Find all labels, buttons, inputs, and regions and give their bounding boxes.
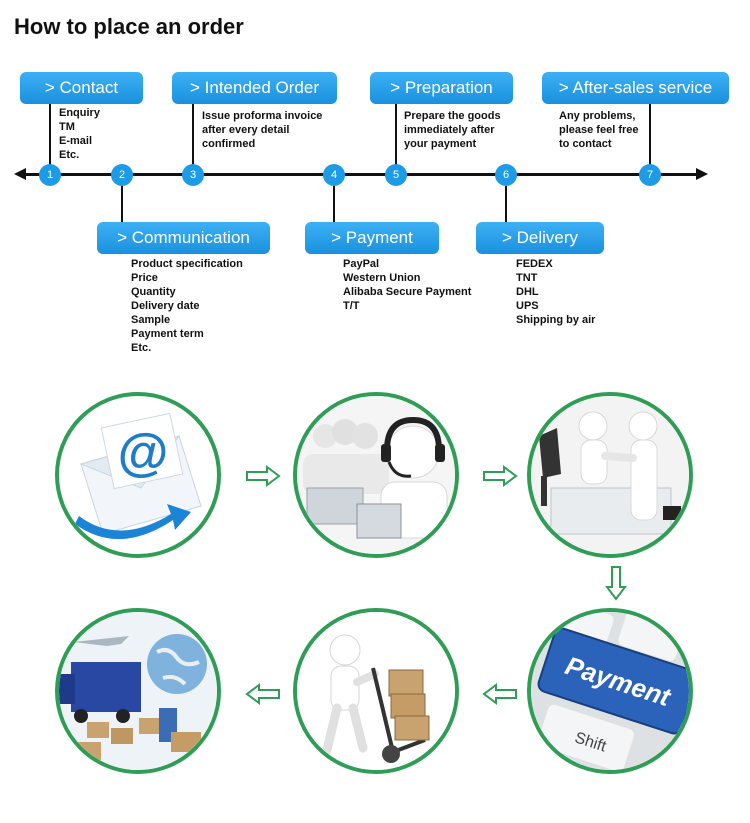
detail-line: UPS [516,300,539,312]
detail-line: Payment term [131,328,204,340]
headset-figures-icon [297,396,455,554]
timeline-line [24,173,696,176]
shipping-logistics-icon [59,612,217,770]
handshake-icon [531,396,689,554]
detail-line: PayPal [343,258,380,270]
stem-3 [192,103,194,165]
detail-line: FEDEX [516,258,553,270]
detail-line: Alibaba Secure Payment [343,286,472,298]
flow-arrow-right-2 [483,465,518,487]
stem-6 [505,186,507,224]
timeline-node-1: 1 [39,164,61,186]
stem-2 [121,186,123,224]
detail-line: TNT [516,272,538,284]
step-preparation-button[interactable]: > Preparation [370,72,513,104]
detail-line: Quantity [131,286,176,298]
timeline-node-2: 2 [111,164,133,186]
timeline-node-7: 7 [639,164,661,186]
page-title: How to place an order [14,14,244,39]
detail-line: Enquiry [59,107,100,119]
payment-key-icon: Payment Shift [531,612,689,770]
after-sales-details: Any problems, please feel free to contac… [559,109,639,151]
delivery-details: FEDEX TNT DHL UPS Shipping by air [516,257,595,327]
email-envelope-icon: @ [75,412,202,540]
detail-line: immediately after [404,124,495,136]
shipping-illustration [55,608,221,774]
detail-line: your payment [404,138,477,150]
communication-details: Product specification Price Quantity Del… [131,257,243,355]
order-timeline: 1 2 3 4 5 6 7 > Contact > Communication … [0,0,750,370]
detail-line: Shipping by air [516,314,596,326]
intended-order-details: Issue proforma invoice after every detai… [202,109,322,151]
at-symbol: @ [118,424,169,482]
preparation-details: Prepare the goods immediately after your… [404,109,501,151]
timeline-arrow-left [14,168,26,180]
timeline-node-5: 5 [385,164,407,186]
detail-line: Sample [131,314,171,326]
hand-truck-illustration [293,608,459,774]
detail-line: confirmed [202,138,256,150]
flow-arrow-down [605,566,627,601]
handshake-illustration [527,392,693,558]
stem-4 [333,186,335,224]
timeline-arrow-right [696,168,708,180]
call-center-illustration [293,392,459,558]
detail-line: Price [131,272,158,284]
detail-line: Etc. [59,149,80,161]
step-communication-button[interactable]: > Communication [97,222,270,254]
timeline-node-4: 4 [323,164,345,186]
detail-line: DHL [516,286,539,298]
step-payment-button[interactable]: > Payment [305,222,439,254]
detail-line: E-mail [59,135,93,147]
stem-1 [49,103,51,165]
detail-line: after every detail [202,124,290,136]
timeline-node-3: 3 [182,164,204,186]
detail-line: please feel free [559,124,639,136]
detail-line: Western Union [343,272,421,284]
detail-line: Any problems, [559,110,636,122]
step-contact-button[interactable]: > Contact [20,72,143,104]
flow-arrow-right-1 [246,465,281,487]
timeline-node-6: 6 [495,164,517,186]
payment-details: PayPal Western Union Alibaba Secure Paym… [343,257,471,313]
detail-line: T/T [343,300,360,312]
step-intended-order-button[interactable]: > Intended Order [172,72,337,104]
detail-line: Etc. [131,342,152,354]
detail-line: Issue proforma invoice [202,110,323,122]
flow-arrow-left-1 [482,683,517,705]
stem-5 [395,103,397,165]
hand-truck-icon [297,612,455,770]
flow-arrow-left-2 [245,683,280,705]
step-after-sales-button[interactable]: > After-sales service [542,72,729,104]
contact-details: Enquiry TM E-mail Etc. [59,106,100,162]
detail-line: Delivery date [131,300,200,312]
email-illustration: @ [55,392,221,558]
payment-key-illustration: Payment Shift [527,608,693,774]
stem-7 [649,103,651,165]
step-delivery-button[interactable]: > Delivery [476,222,604,254]
detail-line: Prepare the goods [404,110,501,122]
detail-line: to contact [559,138,612,150]
detail-line: TM [59,121,75,133]
detail-line: Product specification [131,258,243,270]
